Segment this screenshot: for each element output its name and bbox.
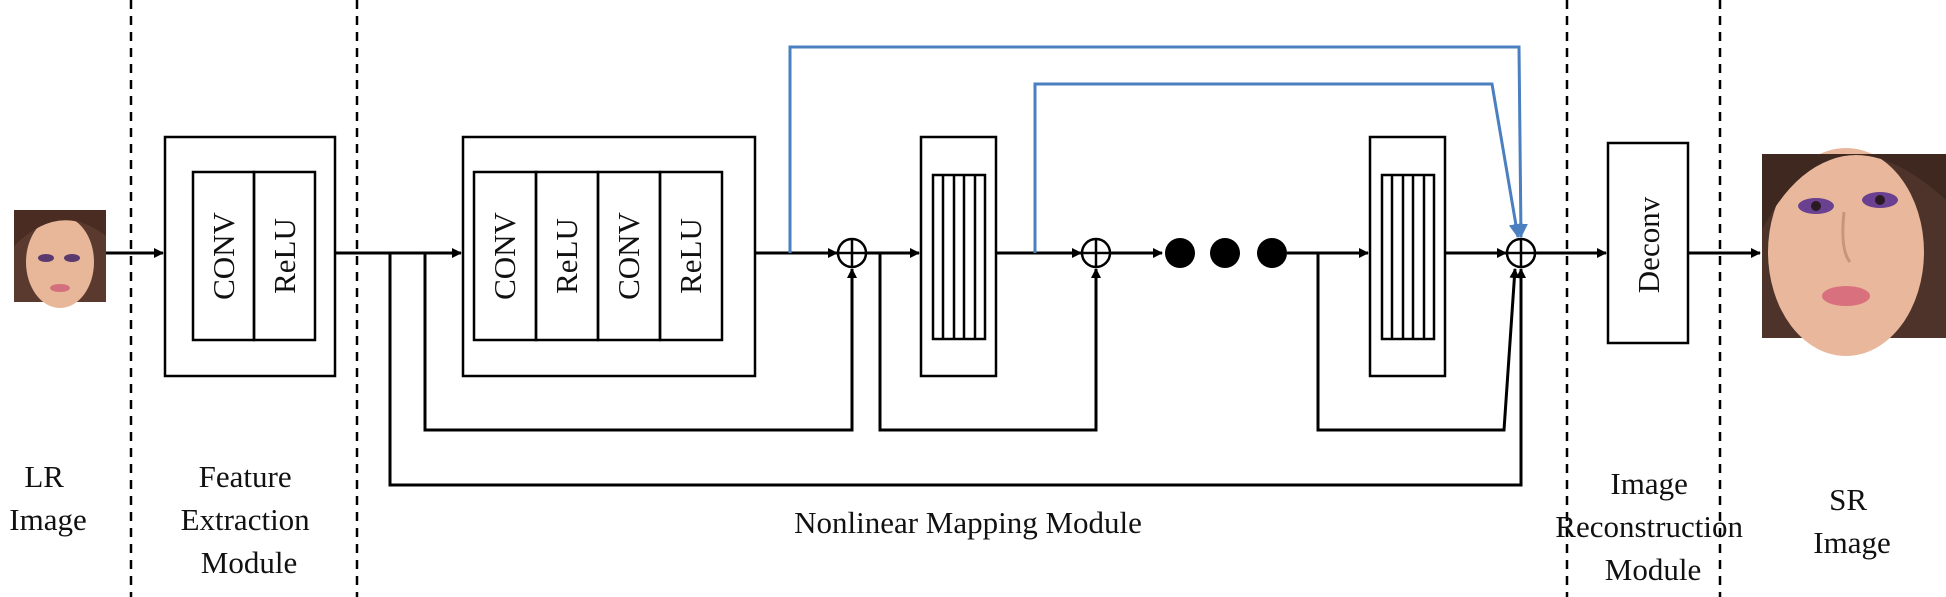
rb-conv2-label: CONV: [611, 211, 646, 299]
fe-conv-label: CONV: [206, 211, 241, 299]
ellipsis-dot: [1257, 238, 1287, 268]
rb-relu2-box: [658, 170, 724, 342]
lr-face-thumbnail: [14, 210, 106, 308]
ellipsis-dot: [1165, 238, 1195, 268]
residual-block-icon-1: [919, 135, 998, 378]
dense-skip-connections: [788, 45, 1528, 253]
feature-extraction-outer-box: [163, 135, 337, 378]
sum-node-3: [1505, 237, 1537, 269]
deconv-label: Deconv: [1631, 196, 1666, 293]
rb-conv1-label: CONV: [487, 211, 522, 299]
fe-relu-label: ReLU: [267, 218, 302, 294]
deconv-box: [1606, 141, 1690, 345]
rb-relu2-label: ReLU: [673, 218, 708, 294]
fe-relu-box: [252, 170, 317, 342]
lr-image-label: LR Image: [9, 459, 86, 537]
residual-block-icon-2: [1368, 135, 1447, 378]
module-dividers: [129, 0, 1722, 597]
sum-node-2: [1080, 237, 1112, 269]
feature-extraction-label: Feature Extraction Module: [181, 459, 318, 580]
sum-node-1: [836, 237, 868, 269]
ellipsis-dot: [1210, 238, 1240, 268]
sr-face-image: [1762, 148, 1946, 356]
image-reconstruction-label: Image Reconstruction Module: [1555, 466, 1750, 587]
nonlinear-mapping-label: Nonlinear Mapping Module: [794, 505, 1142, 540]
residual-block-outer-box: [461, 135, 757, 378]
local-skip-connections: [388, 253, 1526, 487]
rb-relu1-label: ReLU: [549, 218, 584, 294]
sr-image-label: SR Image: [1813, 482, 1890, 560]
